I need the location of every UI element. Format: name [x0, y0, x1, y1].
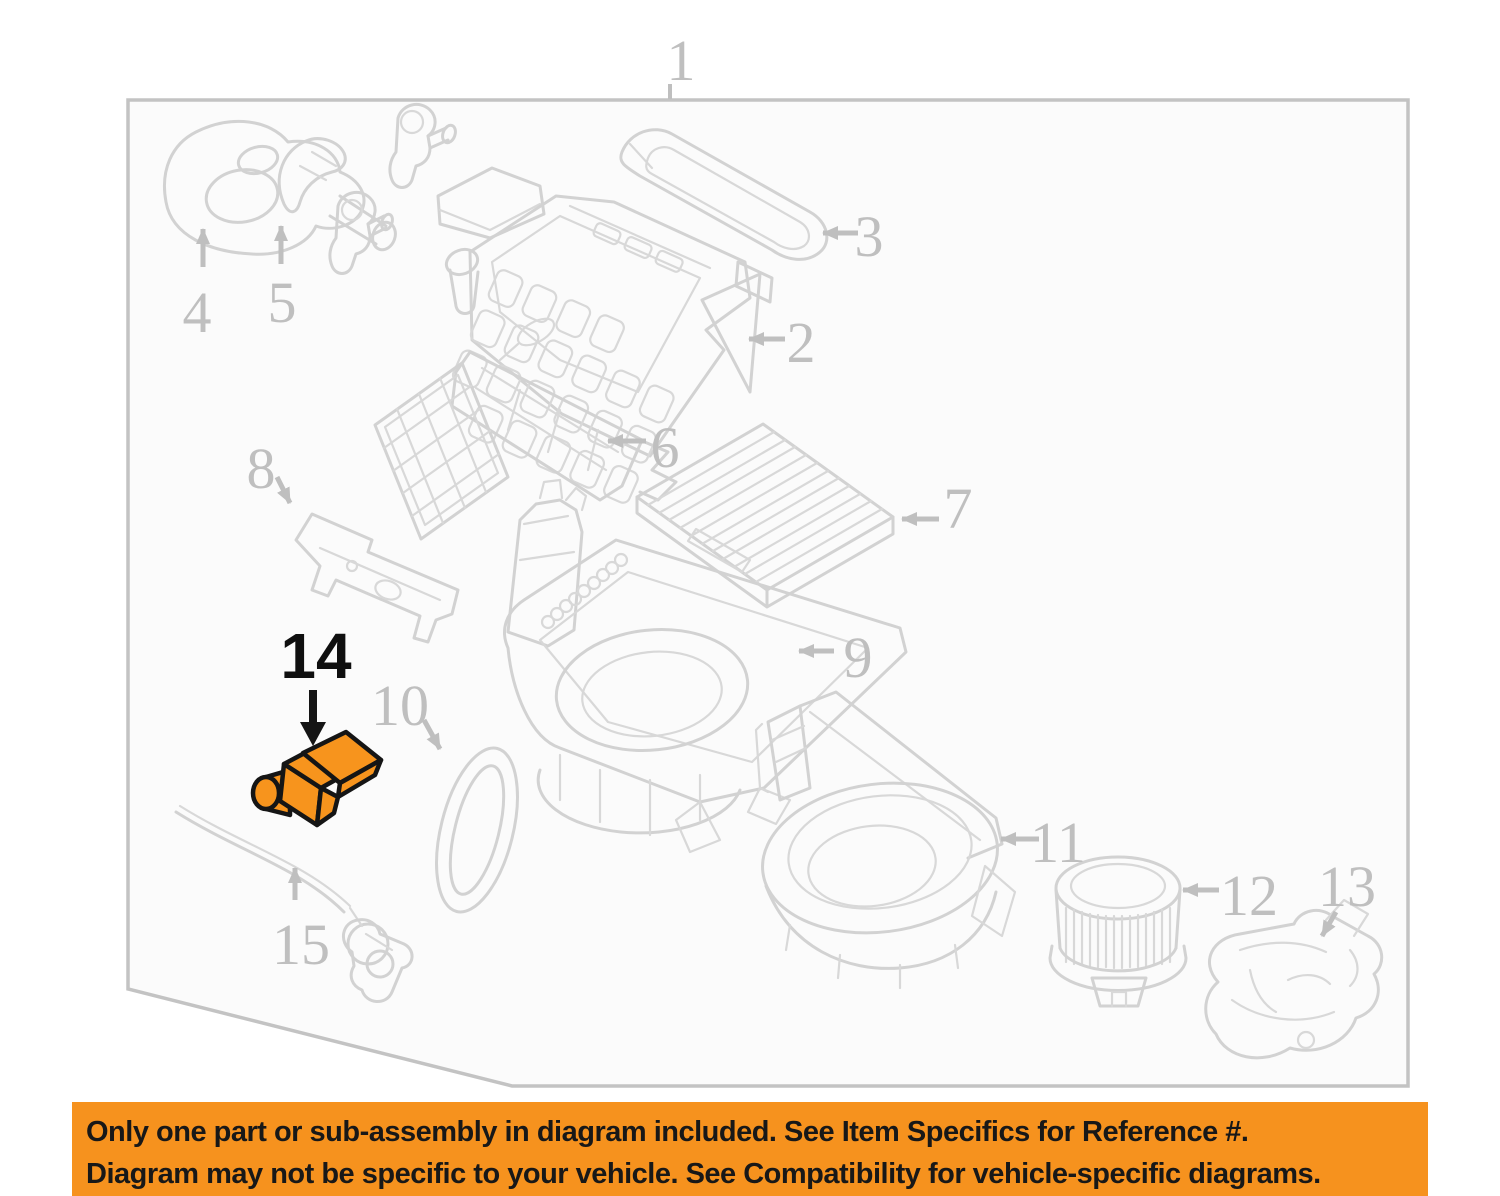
arrow-8: [274, 475, 293, 505]
part-15-art: [174, 804, 414, 1003]
part-label-5: 5: [268, 270, 297, 335]
part-13-art: [1204, 898, 1384, 1060]
part-12-art: [1048, 855, 1188, 1008]
part-5-art: [277, 102, 457, 275]
part-3-art: [619, 128, 829, 261]
part-label-14: 14: [280, 620, 352, 692]
part-label-1: 1: [667, 28, 696, 93]
part-label-12: 12: [1220, 863, 1278, 928]
part-7-art: [635, 422, 895, 609]
gray-arrows: [196, 225, 1339, 938]
part-label-9: 9: [844, 625, 873, 690]
part-label-6: 6: [651, 415, 680, 480]
part-label-8: 8: [247, 436, 276, 501]
part-9-art: [503, 478, 908, 854]
arrow-10: [421, 718, 443, 751]
part-label-15: 15: [272, 912, 330, 977]
part-11-art: [754, 690, 1017, 990]
part-label-4: 4: [183, 280, 212, 345]
part-label-2: 2: [787, 310, 816, 375]
part-label-11: 11: [1030, 810, 1086, 875]
disclaimer-line-2: Diagram may not be specific to your vehi…: [86, 1158, 1321, 1190]
arrow-13: [1319, 910, 1339, 938]
part-2-art: [436, 166, 774, 504]
part-label-3: 3: [855, 204, 884, 269]
part-8-art: [294, 512, 460, 644]
part-14-highlighted-art: [250, 729, 384, 828]
disclaimer-banner: Only one part or sub-assembly in diagram…: [72, 1102, 1428, 1196]
part-label-7: 7: [944, 476, 973, 541]
disclaimer-line-1: Only one part or sub-assembly in diagram…: [86, 1116, 1249, 1148]
part-10-art: [435, 746, 519, 914]
part-label-10: 10: [371, 673, 429, 738]
part-label-13: 13: [1318, 854, 1376, 919]
part-6-art: [373, 361, 510, 541]
arrow-14: [300, 690, 326, 746]
